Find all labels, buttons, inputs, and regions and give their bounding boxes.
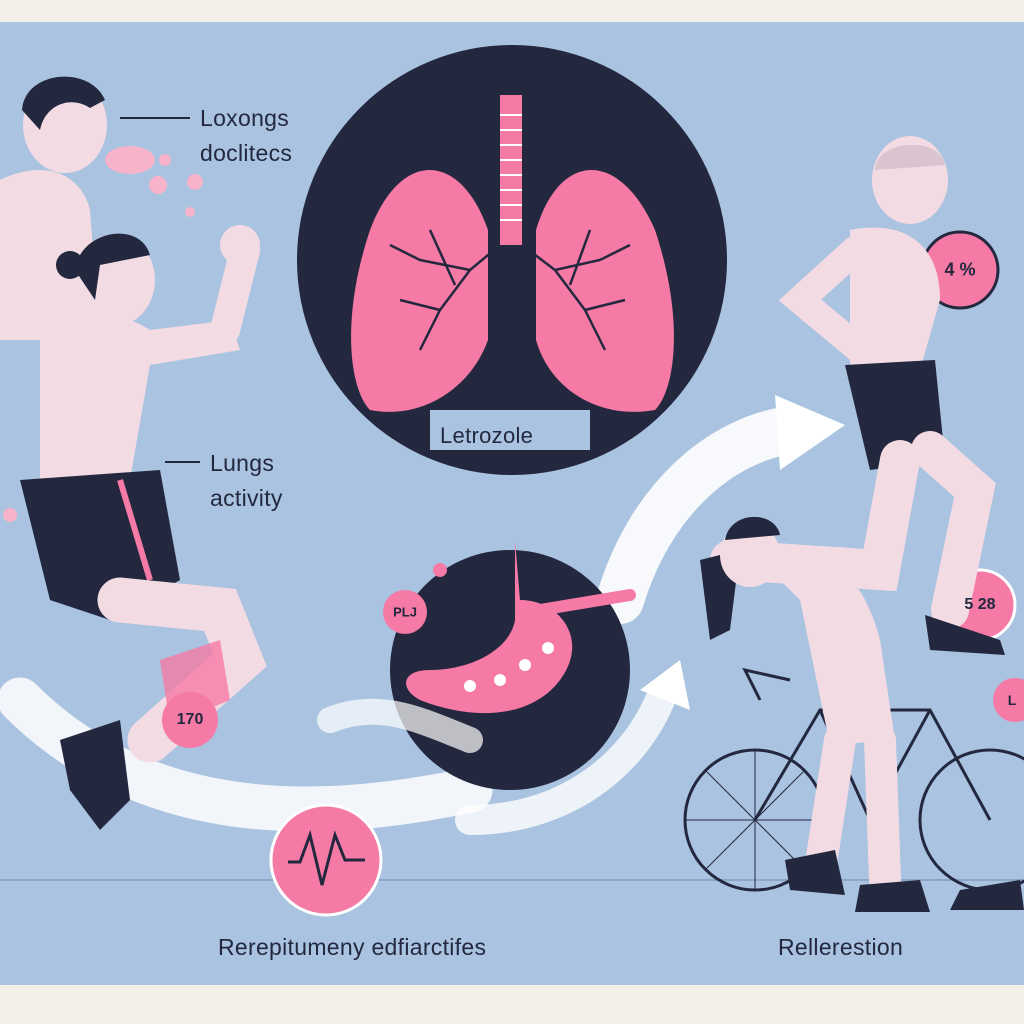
woman-shoe xyxy=(60,720,130,830)
badge-mid-right-text: 5 28 xyxy=(964,596,996,613)
runner-torso xyxy=(850,227,940,370)
trachea-rings xyxy=(500,114,522,221)
runner-arm xyxy=(778,236,874,364)
stomach-pills xyxy=(464,642,554,692)
flow-arrow-right xyxy=(455,685,675,835)
bubble-edge xyxy=(3,508,17,522)
center-title: Letrozole xyxy=(440,423,534,448)
woman-bun xyxy=(56,251,84,279)
label-lungs-line1: Lungs xyxy=(210,450,275,476)
flow-arrow-right-head xyxy=(640,660,690,710)
label-bottom-left: Rerepitumeny edfiarctifes xyxy=(218,934,487,960)
runner-hair xyxy=(875,144,945,170)
badge-stomach-text: PLJ xyxy=(393,604,417,620)
title-plate xyxy=(430,410,590,450)
wheel-spokes xyxy=(685,750,825,890)
runner-leg-front xyxy=(911,431,996,629)
woman-bending-body xyxy=(760,552,895,745)
woman-torso xyxy=(40,313,240,480)
edge-shoe xyxy=(950,880,1024,910)
label-bottom-right: Rellerestion xyxy=(778,934,904,960)
label-top-left-line1: Loxongs xyxy=(200,105,290,131)
heart-rate-icon xyxy=(269,803,383,917)
heart-rate-line xyxy=(288,829,365,886)
flow-arrow-up-head xyxy=(775,395,845,470)
man-torso xyxy=(0,170,100,340)
woman-hair xyxy=(75,233,150,300)
label-top-left-line2: doclitecs xyxy=(200,140,293,166)
woman-bending-shoe-left xyxy=(785,850,845,895)
runner-shoe-front xyxy=(925,615,1005,655)
right-lung xyxy=(536,170,674,412)
mist-trail xyxy=(317,698,483,753)
badge-left-text: 170 xyxy=(176,711,204,728)
breath-bubbles xyxy=(105,146,203,217)
badge-stomach xyxy=(383,590,427,634)
badge-left xyxy=(162,692,218,748)
shorts-stripe xyxy=(117,479,153,581)
intestine xyxy=(534,589,636,616)
flow-arrow-up xyxy=(596,406,814,624)
badge-edge-text: L xyxy=(1007,692,1017,708)
top-border xyxy=(0,0,1024,22)
badge-top-right-text: 4 % xyxy=(944,259,976,280)
left-lung xyxy=(351,170,488,412)
woman-bending-shoe-right xyxy=(855,880,930,912)
bottom-border xyxy=(0,985,1024,1024)
badge-edge xyxy=(993,678,1024,722)
bronchi xyxy=(389,229,631,351)
label-lungs-line2: activity xyxy=(210,485,283,511)
woman-fist xyxy=(220,225,260,265)
trachea xyxy=(500,95,522,245)
stomach xyxy=(406,540,573,714)
woman-bending-legs xyxy=(804,724,901,896)
bubble-small xyxy=(433,563,447,577)
man-hair xyxy=(22,76,105,130)
woman-bending-hair xyxy=(725,516,780,540)
